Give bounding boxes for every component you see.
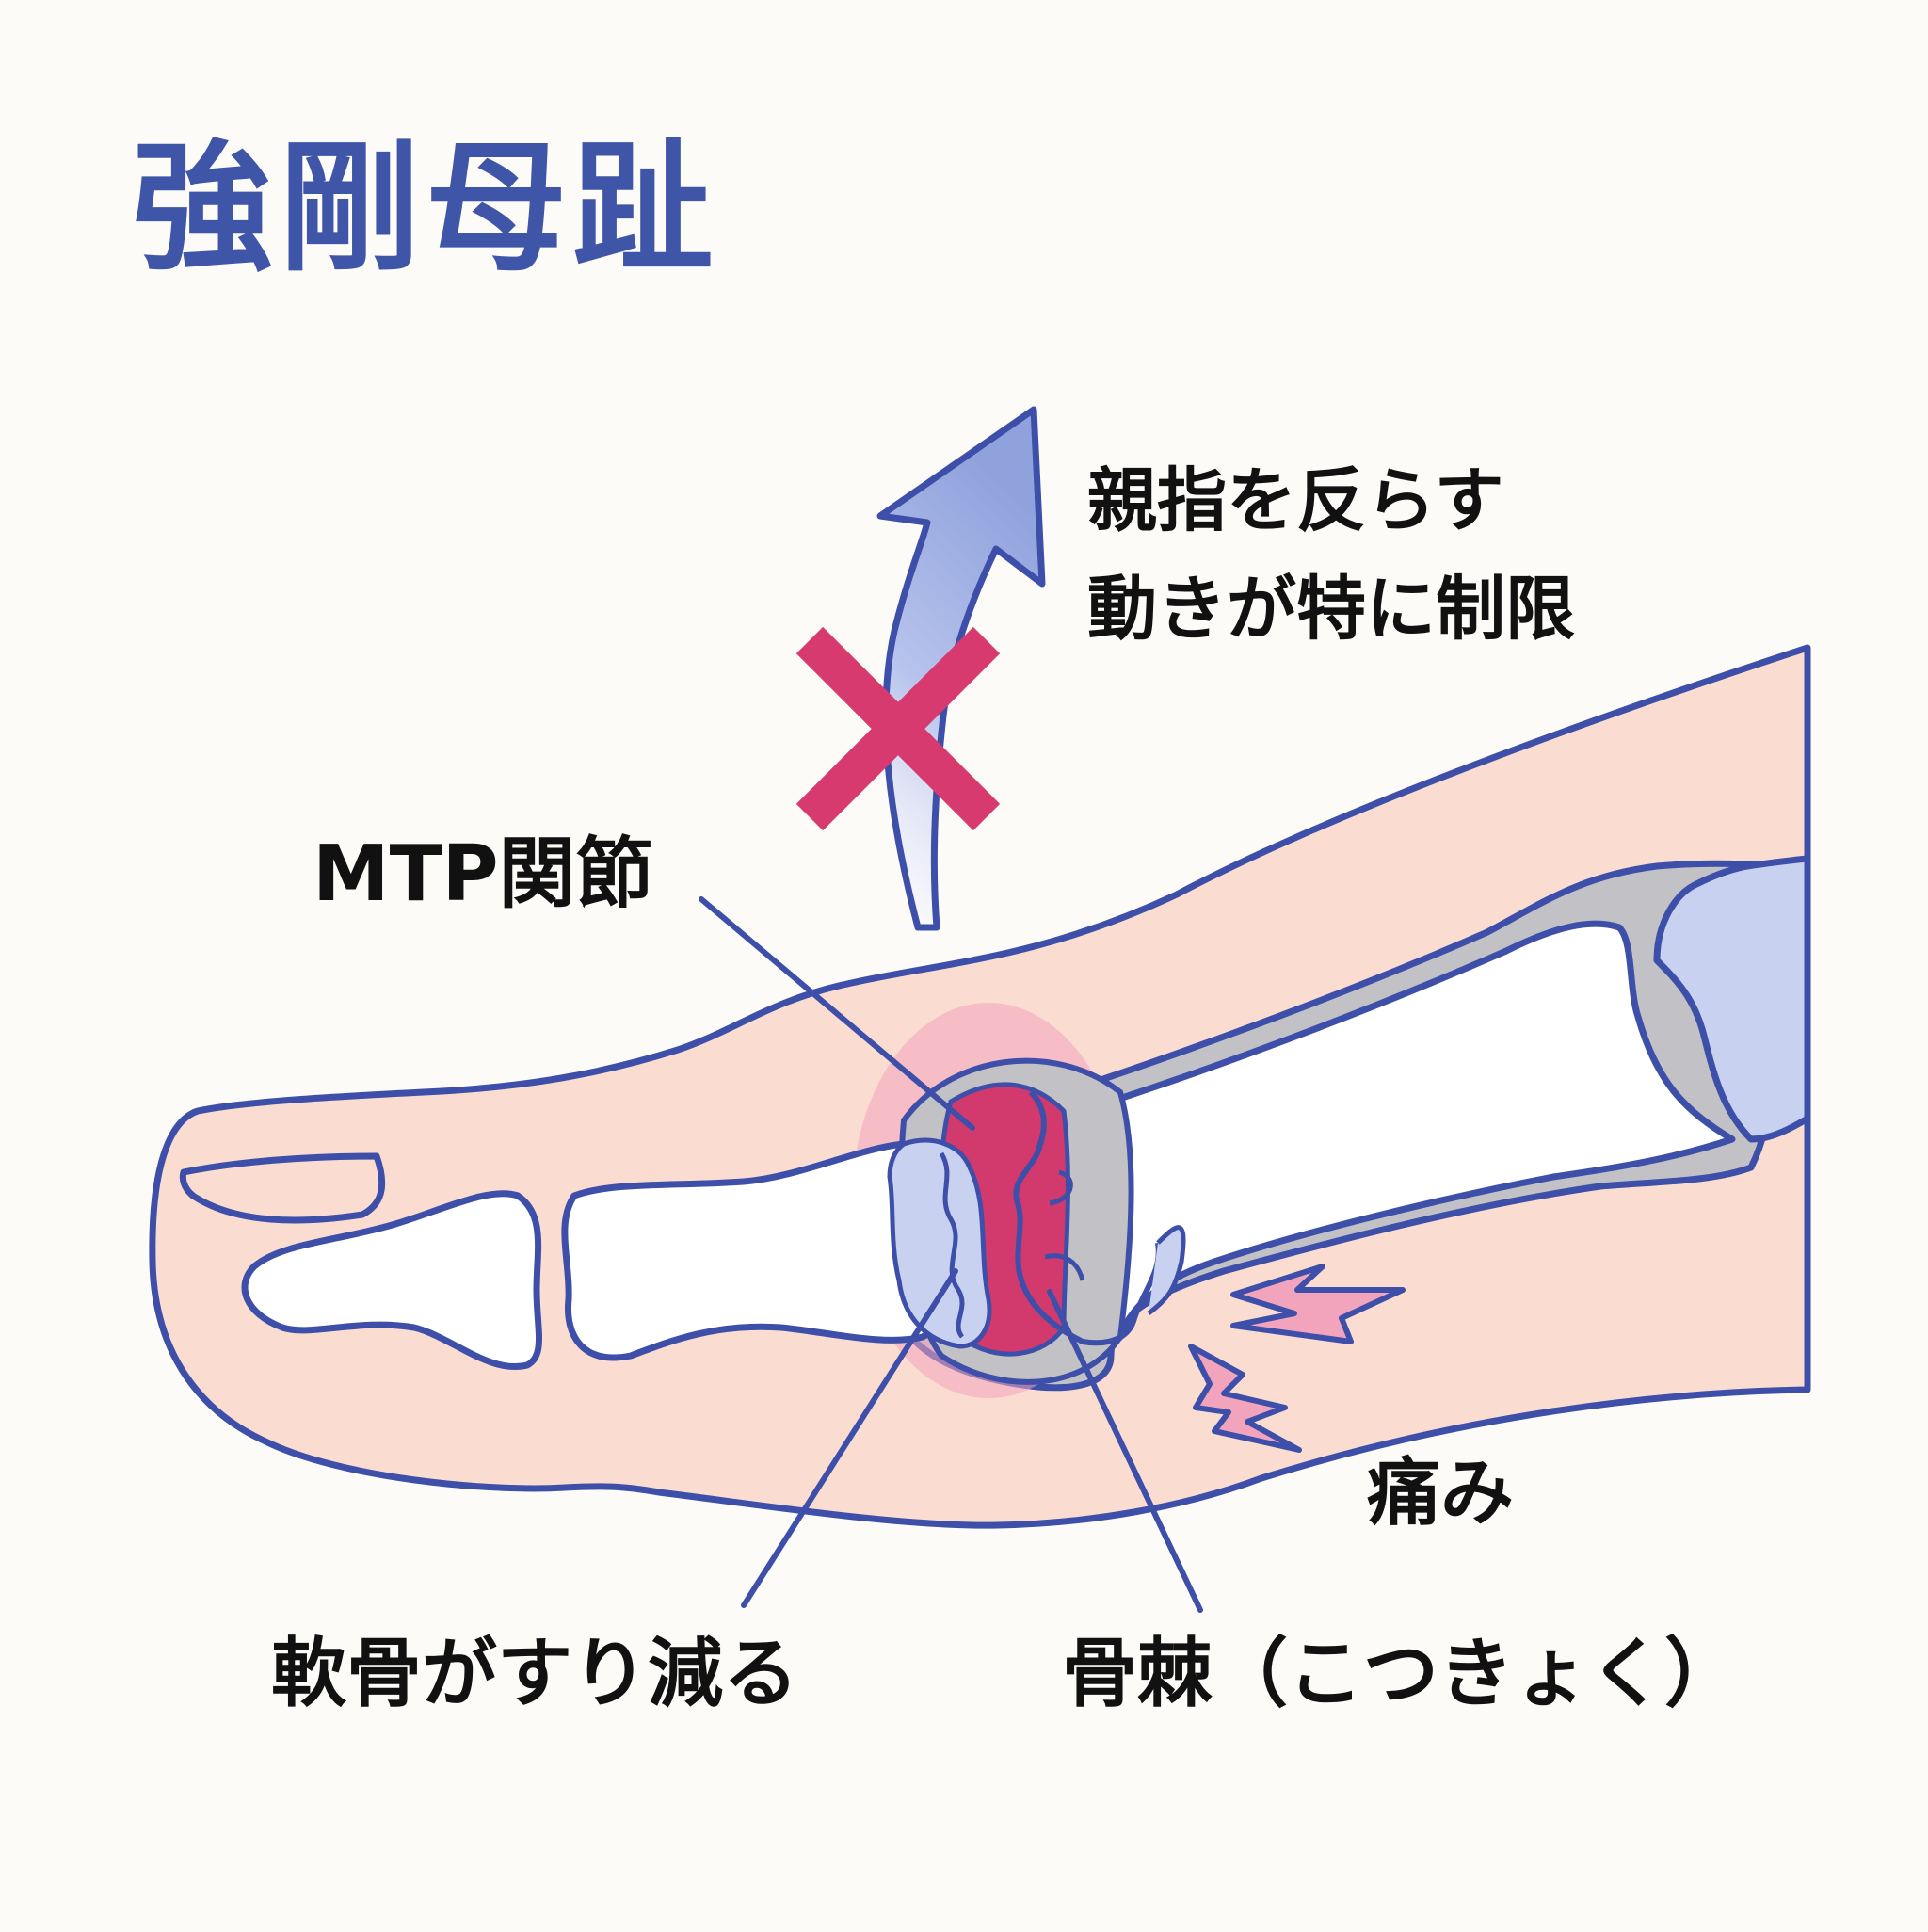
lightning-bolt-icon (1188, 1344, 1302, 1453)
cartilage-wear-label: 軟骨がすり減る (271, 1630, 798, 1717)
toenail (179, 1152, 386, 1224)
distal-phalanx (241, 1190, 542, 1371)
spur-leader-line (1047, 1289, 1203, 1613)
bone-spur-label: 骨棘（こつきょく） (1062, 1630, 1740, 1717)
worn-cartilage (887, 1137, 992, 1349)
right-joint-cartilage (1653, 855, 1811, 1143)
page-title: 強剛母趾 (132, 127, 720, 291)
motion-restriction-label: 親指を反らす 動きが特に制限 (1087, 447, 1575, 663)
pain-label: 痛み (1367, 1451, 1515, 1536)
bone-spur-fragment (1044, 1169, 1085, 1281)
lightning-bolt-icon (1230, 1264, 1406, 1344)
motion-label-line-2: 動きが特に制限 (1087, 568, 1575, 650)
mtp-joint-label: MTP関節 (313, 829, 653, 919)
dorsal-osteophyte (1147, 1225, 1186, 1315)
motion-label-line-1: 親指を反らす (1087, 460, 1504, 541)
mtp-leader-line (699, 896, 975, 1131)
bone-spur (1013, 1089, 1162, 1346)
cartilage-wear-line (939, 1151, 965, 1339)
cross-mark-icon (795, 626, 1001, 831)
cartilage-leader-line (741, 1268, 958, 1608)
